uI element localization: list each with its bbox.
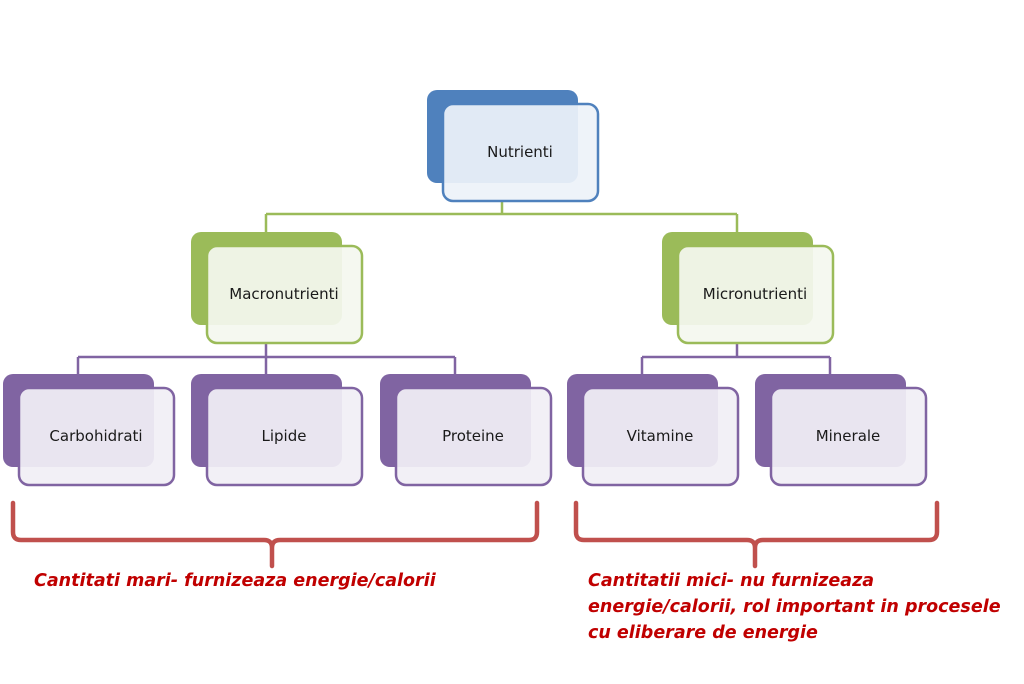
node-vitamine-label: Vitamine xyxy=(627,427,694,445)
node-macronutrienti-front-shape xyxy=(205,244,364,345)
node-nutrienti-label: Nutrienti xyxy=(487,143,553,161)
node-micronutrienti: Micronutrienti xyxy=(662,232,835,345)
node-macronutrienti-label: Macronutrienti xyxy=(229,285,338,303)
node-micronutrienti-front-shape xyxy=(676,244,835,345)
node-lipide-front-shape xyxy=(205,386,364,487)
node-carbohidrati: Carbohidrati xyxy=(3,374,176,487)
macronutrient-brace xyxy=(10,500,540,569)
node-proteine-front-shape xyxy=(394,386,553,487)
node-proteine-label: Proteine xyxy=(442,427,504,445)
node-carbohidrati-front-shape xyxy=(17,386,176,487)
node-minerale: Minerale xyxy=(755,374,928,487)
micronutrient-note: Cantitatii mici- nu furnizeaza energie/c… xyxy=(588,571,1001,643)
node-micronutrienti-label: Micronutrienti xyxy=(703,285,807,303)
node-macronutrienti: Macronutrienti xyxy=(191,232,364,345)
node-vitamine-front-shape xyxy=(581,386,740,487)
connectors xyxy=(76,200,832,374)
node-nutrienti-front-shape xyxy=(441,102,600,203)
node-lipide: Lipide xyxy=(191,374,364,487)
node-minerale-front-shape xyxy=(769,386,928,487)
node-minerale-label: Minerale xyxy=(816,427,881,445)
node-nutrienti: Nutrienti xyxy=(427,90,600,203)
braces xyxy=(10,500,940,569)
node-vitamine: Vitamine xyxy=(567,374,740,487)
node-proteine: Proteine xyxy=(380,374,553,487)
micronutrient-brace xyxy=(573,500,940,569)
node-lipide-label: Lipide xyxy=(262,427,307,445)
macronutrient-note: Cantitati mari- furnizeaza energie/calor… xyxy=(34,571,436,591)
node-carbohidrati-label: Carbohidrati xyxy=(49,427,142,445)
